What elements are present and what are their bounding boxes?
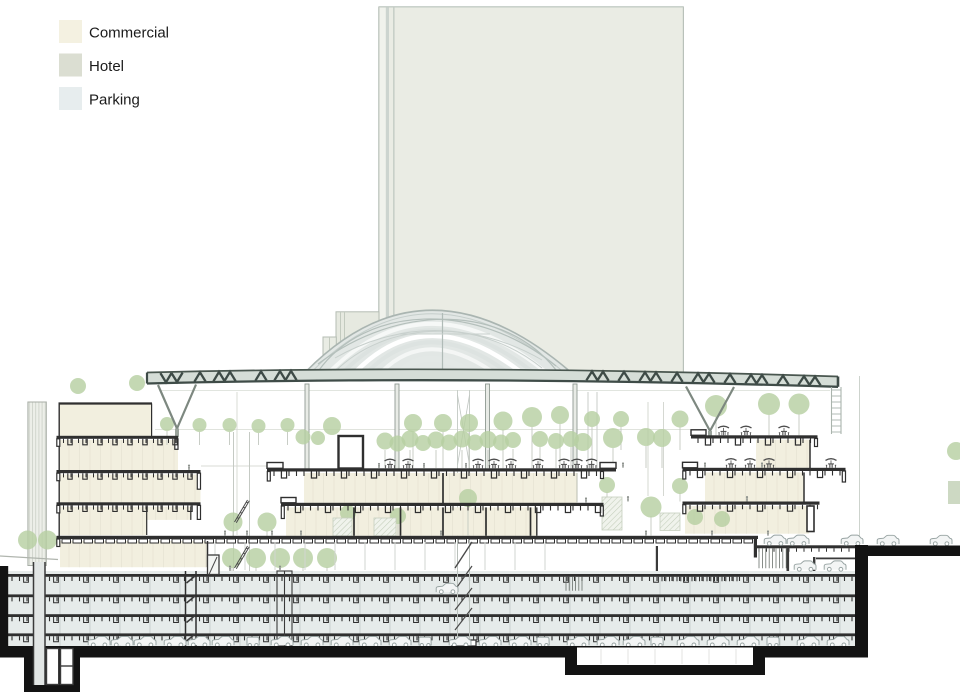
svg-text:Hotel: Hotel bbox=[89, 58, 124, 75]
svg-text:Commercial: Commercial bbox=[89, 25, 169, 42]
svg-text:Parking: Parking bbox=[89, 92, 140, 109]
